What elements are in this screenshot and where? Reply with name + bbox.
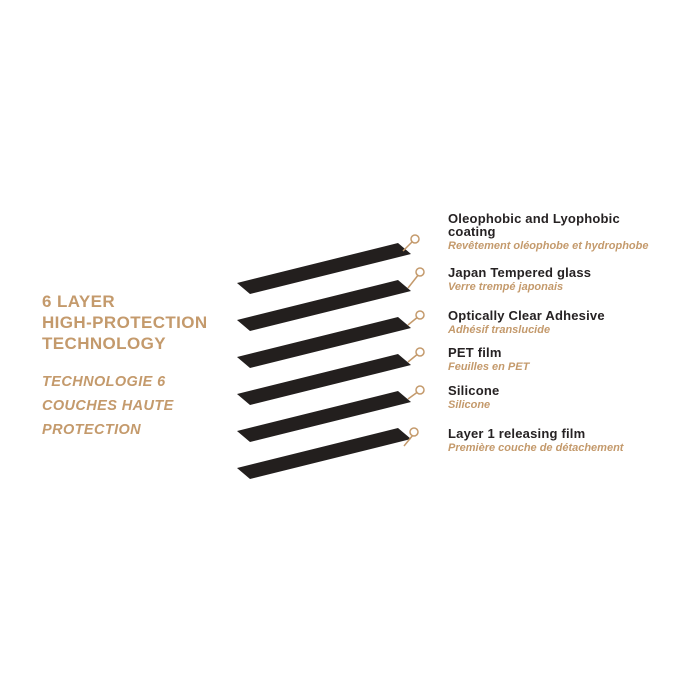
callout-dot-4	[415, 347, 425, 357]
layer-shape-4	[237, 354, 411, 405]
callout-dot-1	[410, 234, 420, 244]
layer-label-1: Oleophobic and Lyophobic coating Revêtem…	[448, 212, 678, 252]
layer-label-5-en: Silicone	[448, 383, 500, 398]
layer-label-6-en: Layer 1 releasing film	[448, 426, 586, 441]
title-fr-line-3: PROTECTION	[42, 422, 142, 438]
layer-label-4-fr: Feuilles en PET	[448, 361, 530, 373]
callout-dot-3	[415, 310, 425, 320]
layer-label-3-fr: Adhésif translucide	[448, 324, 551, 336]
layer-shape-3	[237, 317, 411, 368]
layer-shape-5	[237, 391, 411, 442]
callout-line-6	[403, 434, 414, 447]
layer-shape-2	[237, 280, 411, 331]
layer-label-6: Layer 1 releasing film Première couche d…	[448, 427, 678, 454]
title-french: TECHNOLOGIE 6 COUCHES HAUTE PROTECTION	[42, 370, 242, 442]
layer-label-1-en: Oleophobic and Lyophobic coating	[448, 211, 620, 239]
layer-label-5: Silicone Silicone	[448, 384, 678, 411]
layer-label-2-en: Japan Tempered glass	[448, 265, 592, 280]
layer-label-5-fr: Silicone	[448, 399, 491, 411]
title-fr-line-2: COUCHES HAUTE	[42, 398, 174, 414]
callout-dot-6	[409, 427, 419, 437]
layer-label-4-en: PET film	[448, 345, 502, 360]
title-line-1: 6 LAYER	[42, 292, 116, 311]
layer-label-6-fr: Première couche de détachement	[448, 442, 624, 454]
layer-label-1-fr: Revêtement oléophobe et hydrophobe	[448, 240, 649, 252]
layer-shape-1	[237, 243, 411, 294]
layer-label-3-en: Optically Clear Adhesive	[448, 308, 605, 323]
layer-label-4: PET film Feuilles en PET	[448, 346, 678, 373]
callout-dot-5	[415, 385, 425, 395]
title-line-2: HIGH-PROTECTION	[42, 313, 208, 332]
title-english: 6 LAYER HIGH-PROTECTION TECHNOLOGY	[42, 291, 242, 354]
layer-label-2-fr: Verre trempé japonais	[448, 281, 564, 293]
layer-label-2: Japan Tempered glass Verre trempé japona…	[448, 266, 678, 293]
title-line-3: TECHNOLOGY	[42, 334, 166, 353]
callout-line-2	[407, 273, 420, 289]
callout-dot-2	[415, 267, 425, 277]
title-fr-line-1: TECHNOLOGIE 6	[42, 374, 166, 390]
layer-shape-6	[237, 428, 411, 479]
diagram-title-block: 6 LAYER HIGH-PROTECTION TECHNOLOGY TECHN…	[42, 291, 242, 442]
layer-label-3: Optically Clear Adhesive Adhésif translu…	[448, 309, 678, 336]
